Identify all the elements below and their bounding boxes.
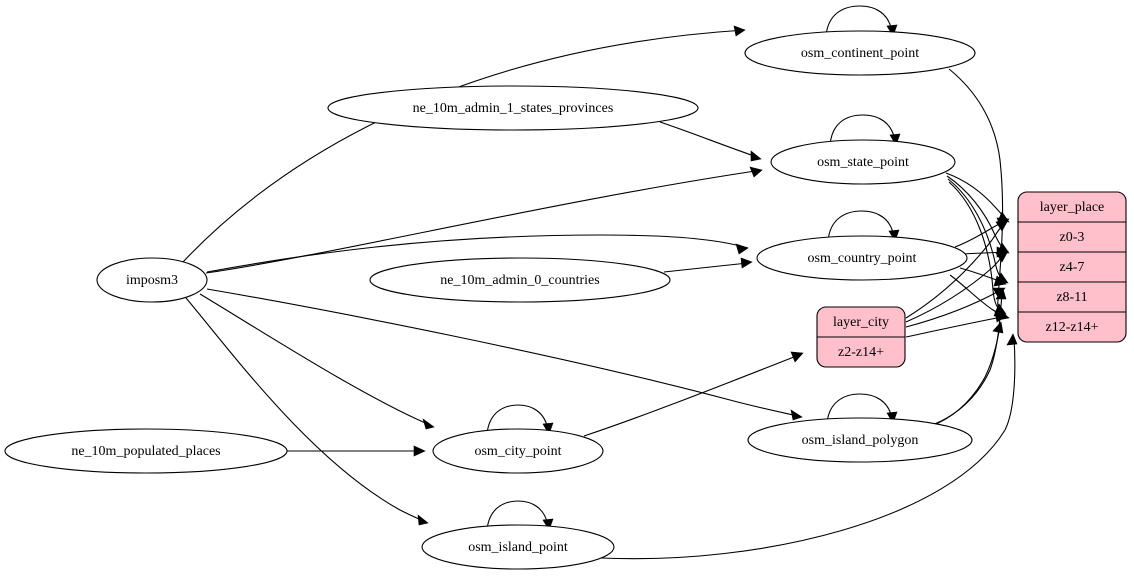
node-label-osm-state-point: osm_state_point [817, 155, 909, 170]
node-ne-10m-populated-places[interactable]: ne_10m_populated_places [4, 428, 288, 474]
edge-imposm3-to-osm-state-point [205, 166, 763, 274]
node-osm-city-point[interactable]: osm_city_point [432, 428, 604, 474]
edge-osm-state-point-to-layer-place-z4-7 [946, 175, 1010, 254]
node-ne-10m-admin-1-states-provinces[interactable]: ne_10m_admin_1_states_provinces [327, 85, 699, 131]
edge-osm-island-point-to-layer-place-z12 [600, 333, 1018, 560]
record-layer-place[interactable]: layer_place z0-3 z4-7 z8-11 z12-z14+ [1017, 191, 1127, 343]
edge-self-loop-osm-island-polygon [826, 393, 898, 424]
node-osm-continent-point[interactable]: osm_continent_point [744, 30, 976, 76]
record-layer-city[interactable]: layer_city z2-z14+ [816, 306, 906, 368]
node-label-imposm3: imposm3 [126, 273, 178, 288]
edge-self-loop-osm-state-point [829, 114, 901, 146]
node-label-osm-island-point: osm_island_point [468, 540, 568, 555]
node-label-ne-10m-admin-0-countries: ne_10m_admin_0_countries [440, 273, 599, 288]
node-label-osm-city-point: osm_city_point [474, 444, 561, 459]
node-label-osm-continent-point: osm_continent_point [801, 46, 919, 61]
node-label-ne-10m-populated-places: ne_10m_populated_places [71, 444, 220, 459]
edge-ne-admin0-to-osm-country-point [663, 257, 753, 273]
node-label-osm-island-polygon: osm_island_polygon [802, 433, 919, 448]
edge-ne-populated-to-osm-city-point [287, 445, 426, 457]
node-label-ne-10m-admin-1-states-provinces: ne_10m_admin_1_states_provinces [413, 101, 614, 116]
edge-imposm3-to-osm-city-point [199, 293, 435, 430]
node-label-osm-country-point: osm_country_point [808, 251, 917, 266]
edge-imposm3-to-osm-island-point [185, 297, 429, 526]
edge-osm-island-polygon-to-layer-place-z8-11 [931, 288, 1007, 426]
record-row-layer-place-z4-7[interactable]: z4-7 [1060, 260, 1085, 275]
node-layer: imposm3 ne_10m_admin_1_states_provinces … [4, 30, 976, 570]
edge-osm-country-point-to-layer-place-z8-11 [959, 267, 1007, 287]
record-row-layer-place-z0-3[interactable]: z0-3 [1060, 230, 1085, 245]
edge-imposm3-to-osm-island-polygon [206, 288, 803, 421]
edge-self-loop-osm-city-point [486, 404, 554, 435]
record-row-layer-city-title: layer_city [833, 315, 889, 330]
edge-layer [182, 5, 1018, 560]
edge-self-loop-osm-country-point [827, 210, 900, 242]
node-osm-island-point[interactable]: osm_island_point [421, 524, 615, 570]
node-imposm3[interactable]: imposm3 [96, 257, 208, 303]
node-osm-country-point[interactable]: osm_country_point [756, 235, 968, 281]
edge-self-loop-osm-island-point [486, 500, 554, 531]
edge-osm-city-point-to-layer-city-z2 [583, 351, 804, 437]
edge-layer-city-to-layer-place-z12 [905, 311, 1007, 338]
record-row-layer-place-title: layer_place [1040, 200, 1105, 215]
node-ne-10m-admin-0-countries[interactable]: ne_10m_admin_0_countries [369, 257, 671, 303]
record-row-layer-place-z8-11[interactable]: z8-11 [1056, 290, 1087, 305]
edge-imposm3-to-osm-continent-point [182, 25, 746, 263]
record-row-layer-city-z2-z14[interactable]: z2-z14+ [838, 345, 884, 360]
edge-layer-city-to-layer-place-z4-7 [905, 250, 1009, 323]
edge-self-loop-osm-continent-point [825, 5, 898, 37]
node-osm-island-polygon[interactable]: osm_island_polygon [747, 417, 973, 463]
record-layer: layer_place z0-3 z4-7 z8-11 z12-z14+ lay… [816, 191, 1127, 368]
edge-osm-island-polygon-to-layer-place-z12 [928, 321, 1004, 428]
record-row-layer-place-z12-z14[interactable]: z12-z14+ [1046, 320, 1099, 335]
edge-imposm3-to-osm-country-point [206, 234, 749, 273]
edge-layer-city-to-layer-place-z0-3 [905, 219, 1009, 319]
node-osm-state-point[interactable]: osm_state_point [770, 139, 956, 185]
edge-ne-admin1-to-osm-state-point [659, 121, 762, 162]
